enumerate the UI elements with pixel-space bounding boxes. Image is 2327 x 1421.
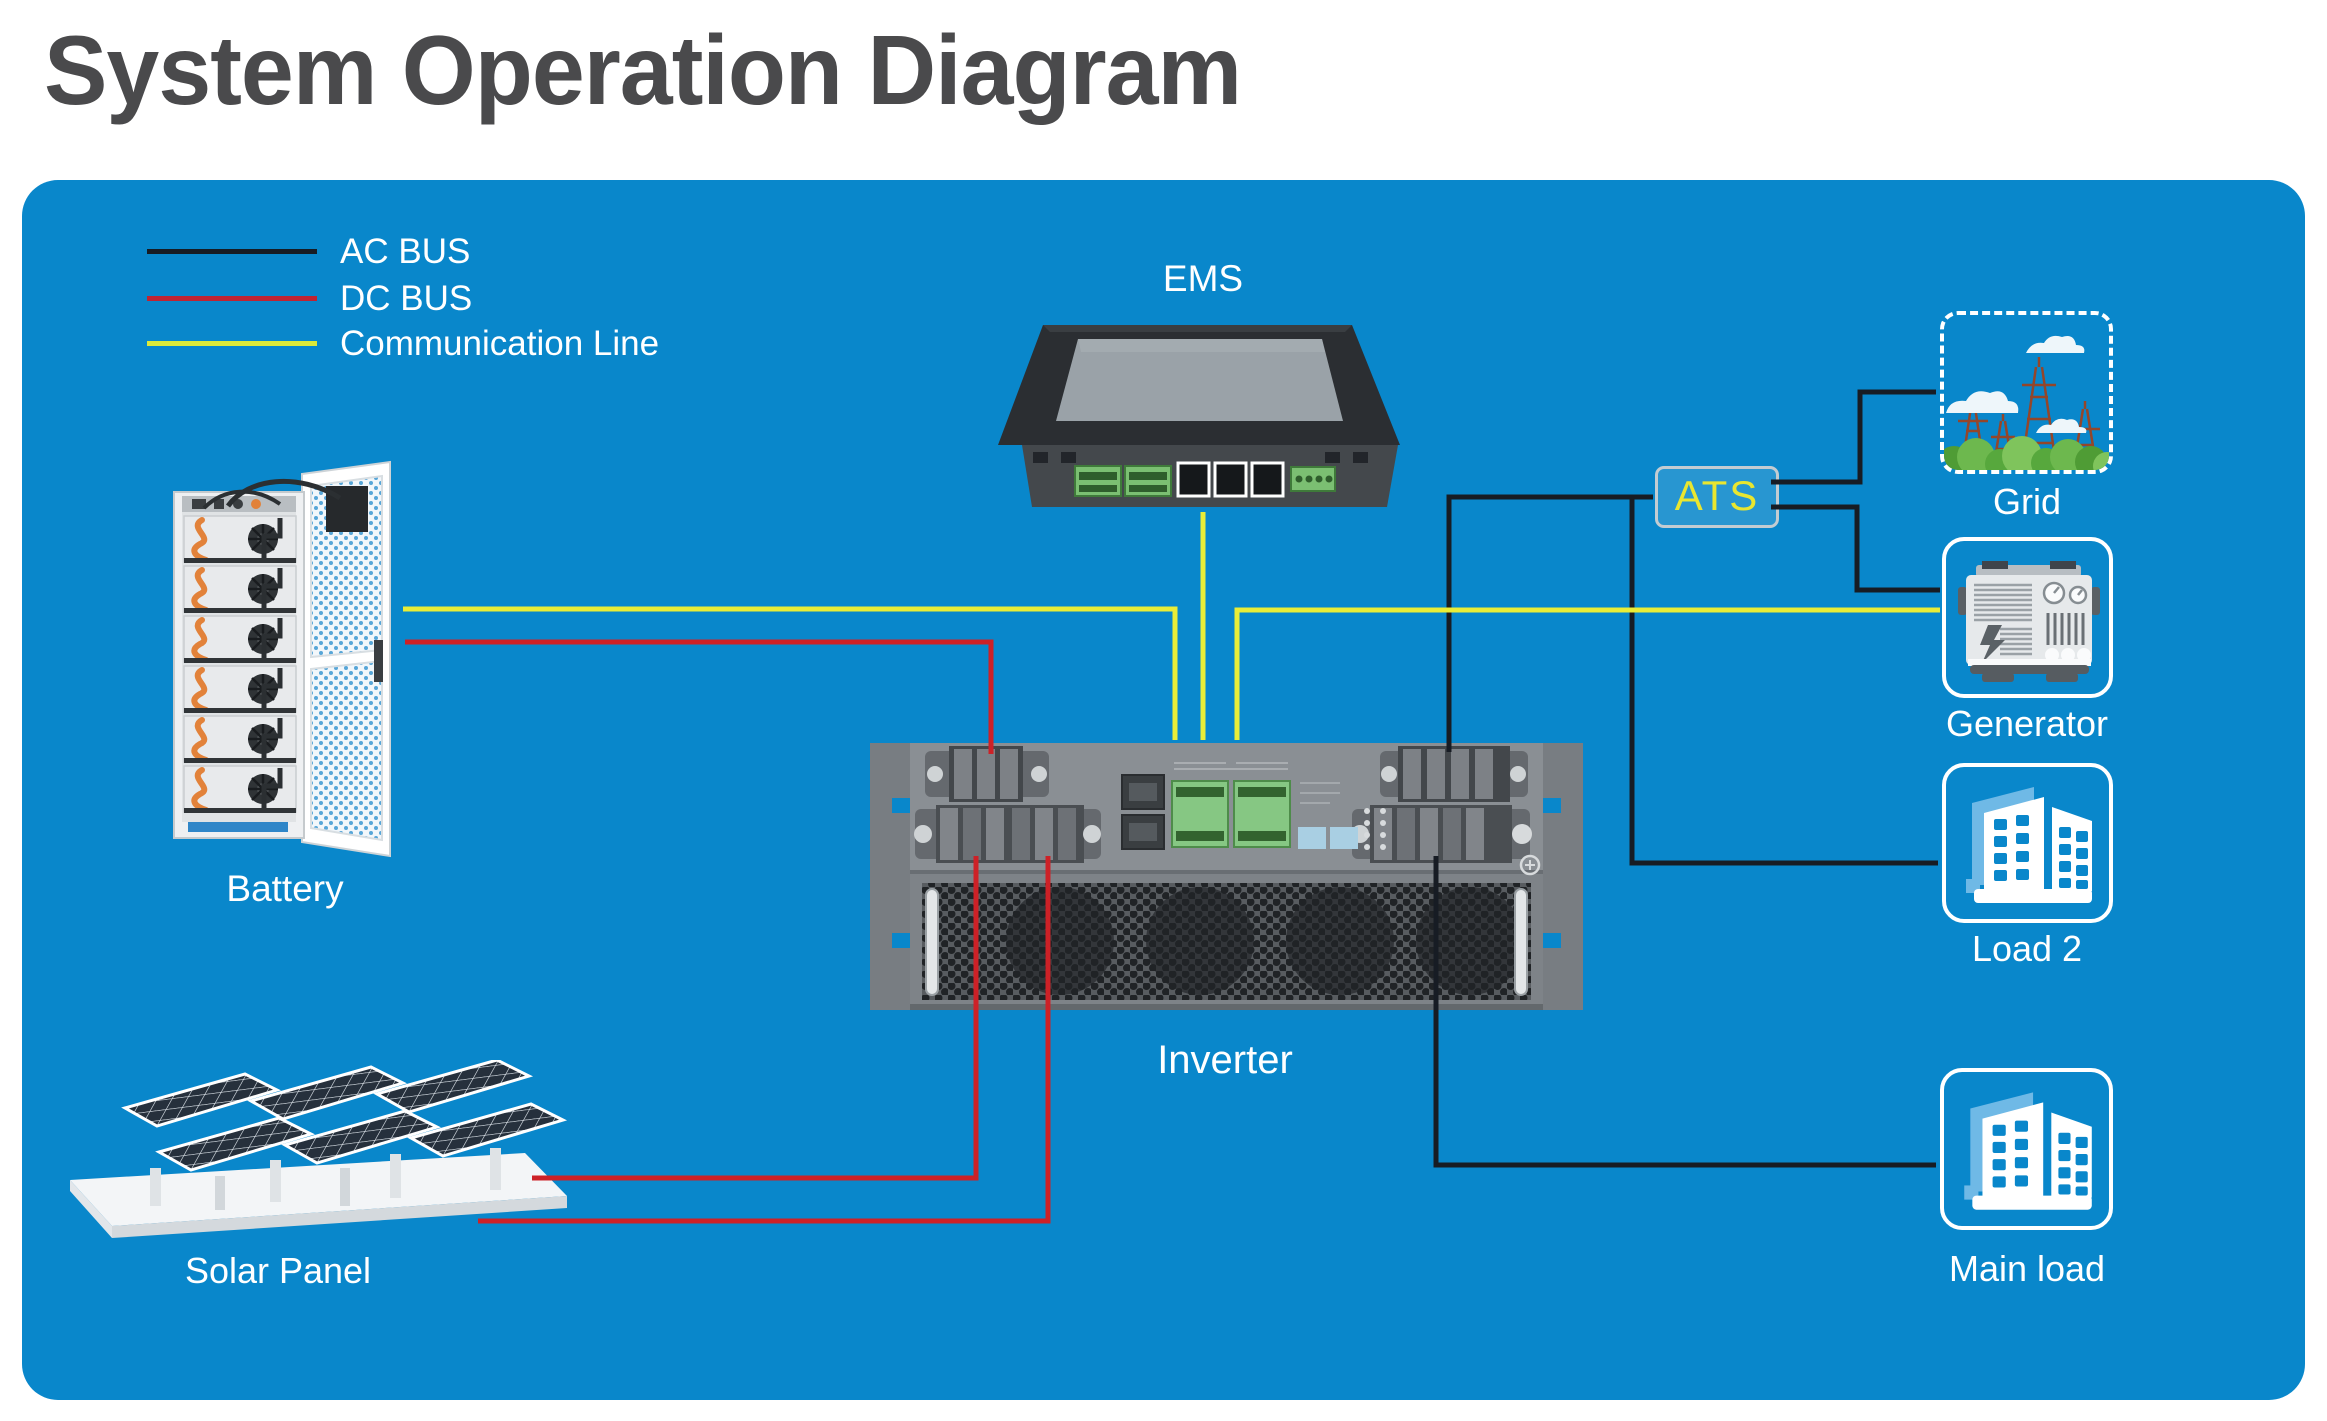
legend-comm-line-label: Communication Line [340,324,660,363]
legend-dc-bus-label: DC BUS [340,279,473,318]
grid-icon [1944,335,2109,470]
battery-cabinet [168,460,408,865]
ems-illustration [998,325,1400,507]
ems-label: EMS [1162,258,1244,299]
solar-panel-illustration [70,1060,568,1238]
grid-label: Grid [1992,481,2061,522]
legend-comm-line [147,341,317,346]
main-load-label: Main load [1948,1248,2106,1289]
legend-dc-bus-line [147,296,317,301]
ems-ethernet-ports [1176,461,1285,498]
generator-node [1942,537,2113,698]
battery-label: Battery [226,868,344,909]
ats-node: ATS [1655,466,1779,528]
battery-illustration [173,460,391,858]
solar-panel-array [55,1060,585,1245]
main-load-node [1940,1068,2113,1230]
battery-door-handle [374,640,383,682]
page-title: System Operation Diagram [44,15,1242,125]
buildings-icon [1964,1092,2092,1210]
generator-icon [1958,561,2100,682]
grid-node [1940,311,2113,474]
load2-label: Load 2 [1971,928,2083,969]
inverter-label: Inverter [1157,1038,1293,1082]
legend-ac-bus-label: AC BUS [340,232,471,271]
inverter-illustration [870,743,1583,1010]
ats-label: ATS [1674,472,1760,519]
buildings-icon [1966,787,2092,903]
ems-device [995,322,1405,508]
solar-panel-label: Solar Panel [184,1250,372,1291]
legend-ac-bus-line [147,249,317,254]
load2-node [1942,763,2113,923]
generator-label: Generator [1945,703,2109,744]
inverter-device [870,743,1583,1010]
